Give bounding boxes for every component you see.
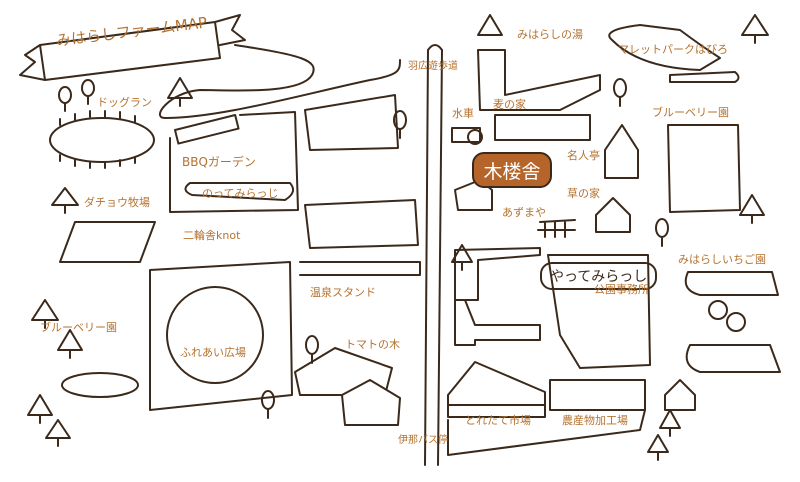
label-onsen-stand[interactable]: 温泉スタンド xyxy=(310,286,376,299)
label-strawberry-garden[interactable]: みはらしいちご園 xyxy=(678,253,766,266)
label-blueberry-left[interactable]: ブルーベリー園 xyxy=(40,321,117,334)
label-blueberry-right[interactable]: ブルーベリー園 xyxy=(652,106,729,119)
label-yatte-mirasshi[interactable]: やってみらっし xyxy=(540,262,658,290)
main-road xyxy=(424,44,443,466)
ostrich-pen xyxy=(59,221,156,263)
label-park-office[interactable]: 公園事務所 xyxy=(594,283,649,296)
label-mugi-house[interactable]: 麦の家 xyxy=(493,98,526,111)
highlight-badge-kiroujya[interactable]: 木楼舎 xyxy=(472,152,552,188)
label-ina-bus-stop[interactable]: 伊那バス停 xyxy=(398,435,448,446)
label-bbq-garden[interactable]: BBQガーデン xyxy=(182,155,256,169)
market-building xyxy=(447,361,546,406)
label-miharashi-onsen[interactable]: みはらしの湯 xyxy=(517,28,583,41)
greenhouse xyxy=(684,271,779,296)
bbq-area xyxy=(169,111,299,213)
label-notte-mirajji[interactable]: のってみらっじ xyxy=(202,187,279,200)
label-tomato-tree[interactable]: トマトの木 xyxy=(345,338,400,351)
label-ostrich-farm[interactable]: ダチョウ牧場 xyxy=(84,196,150,209)
label-dog-run[interactable]: ドッグラン xyxy=(97,96,152,109)
title-banner xyxy=(19,14,246,81)
label-fureai-square[interactable]: ふれあい広場 xyxy=(180,346,246,359)
label-kusa-house[interactable]: 草の家 xyxy=(567,187,600,200)
label-azumaya[interactable]: あずまや xyxy=(502,206,546,219)
label-processing-plant[interactable]: 農産物加工場 xyxy=(562,414,628,427)
label-toretate-market[interactable]: とれたて市場 xyxy=(465,414,531,427)
fureai-square xyxy=(149,261,293,411)
dog-run xyxy=(49,117,155,163)
onsen-building xyxy=(477,49,601,111)
label-meijin-tei[interactable]: 名人亭 xyxy=(567,149,600,162)
label-mallet-park[interactable]: マレットパークはびろ xyxy=(618,43,728,56)
label-watermill[interactable]: 水車 xyxy=(452,107,474,120)
trees xyxy=(27,14,769,461)
label-knot[interactable]: 二輪舎knot xyxy=(183,229,241,242)
greenhouse xyxy=(685,344,781,373)
label-hahiro-path[interactable]: 羽広遊歩道 xyxy=(408,61,458,72)
